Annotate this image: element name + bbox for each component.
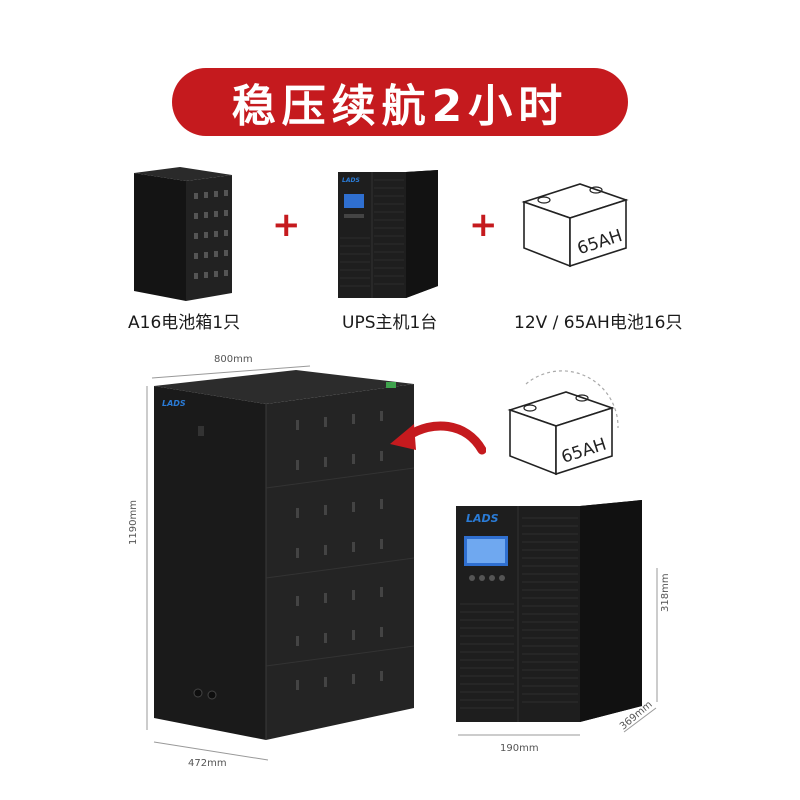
plus-icon: +	[469, 205, 498, 245]
cabinet-depth-line	[153, 741, 269, 761]
plus-icon: +	[272, 205, 301, 245]
cabinet-depth-dimension: 472mm	[188, 758, 227, 769]
ups-height-dimension: 318mm	[660, 573, 671, 612]
svg-text:LADS: LADS	[342, 177, 360, 184]
ups-width-line	[458, 734, 580, 736]
ups-caption: UPS主机1台	[342, 313, 438, 333]
battery-cabinet-small-image	[134, 167, 232, 301]
battery-caption: 12V / 65AH电池16只	[514, 313, 683, 333]
ups-depth-line	[623, 707, 657, 733]
ups-height-line	[656, 568, 658, 702]
battery-icon: 65AH	[507, 370, 619, 476]
ups-small-image: LADS	[338, 170, 438, 298]
battery-cabinet-caption: A16电池箱1只	[128, 313, 241, 333]
ups-large-image: LADS	[456, 500, 642, 722]
brand-logo: LADS	[466, 512, 499, 525]
battery-icon: 65AH	[521, 183, 629, 268]
ups-width-dimension: 190mm	[500, 743, 539, 754]
banner-title: 稳压续航2小时	[231, 81, 569, 132]
cabinet-height-dimension: 1190mm	[128, 500, 139, 545]
battery-cabinet-large-image: LADS	[154, 370, 415, 740]
cabinet-width-dimension: 800mm	[214, 354, 253, 365]
cabinet-width-line	[151, 365, 311, 379]
cabinet-height-line	[146, 386, 148, 730]
title-banner: 稳压续航2小时	[172, 68, 628, 136]
curved-arrow-icon	[390, 421, 486, 455]
brand-logo: LADS	[162, 399, 186, 408]
